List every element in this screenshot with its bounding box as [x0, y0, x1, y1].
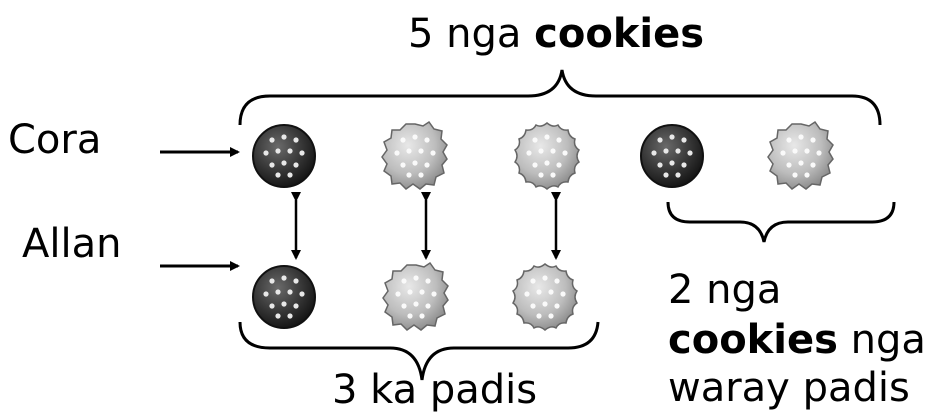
allan-cookie-3	[513, 264, 577, 330]
extra-label-line2: cookies nga	[668, 318, 925, 362]
top-count: 5 nga	[408, 11, 522, 57]
allan-row	[253, 263, 577, 330]
cora-label: Cora	[8, 117, 102, 163]
allan-cookie-1	[253, 266, 315, 328]
extra-rest: nga	[850, 317, 925, 363]
cora-cookie-1	[253, 125, 315, 187]
cora-cookie-4	[641, 125, 703, 187]
bottom-brace	[238, 321, 600, 381]
allan-label: Allan	[22, 221, 122, 267]
top-label: 5 nga cookies	[408, 12, 704, 56]
top-item: cookies	[534, 11, 705, 57]
allan-cookie-2	[383, 263, 448, 330]
cora-row	[253, 122, 833, 189]
pairs-label: 3 ka padis	[332, 367, 538, 413]
cora-cookie-5	[768, 122, 833, 189]
extra-item: cookies	[668, 317, 838, 363]
top-brace	[238, 69, 882, 126]
extra-brace	[666, 201, 896, 243]
extra-label-line3: waray padis	[668, 365, 910, 411]
cora-cookie-2	[382, 122, 447, 189]
cora-cookie-3	[515, 123, 579, 189]
extra-label-line1: 2 nga	[668, 267, 782, 313]
